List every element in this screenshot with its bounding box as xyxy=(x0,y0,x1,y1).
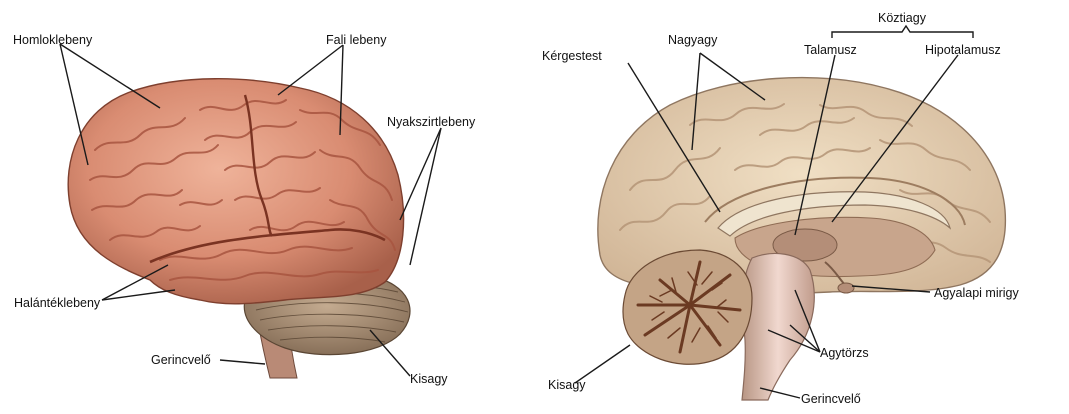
diencephalon-brace xyxy=(832,26,973,38)
left-cerebrum-shape xyxy=(68,79,403,304)
label-cerebellum-left: Kisagy xyxy=(410,372,448,386)
label-brainstem: Agytörzs xyxy=(820,346,869,360)
label-pituitary: Agyalapi mirigy xyxy=(934,286,1019,300)
label-spinal-cord-right: Gerincvelő xyxy=(801,392,861,406)
label-parietal-lobe: Fali lebeny xyxy=(326,33,386,47)
label-hypothalamus: Hipotalamusz xyxy=(925,43,1001,57)
label-corpus-callosum: Kérgestest xyxy=(542,49,602,63)
label-spinal-cord-left: Gerincvelő xyxy=(151,353,211,367)
brainstem-shape xyxy=(742,254,814,400)
label-occipital-lobe: Nyakszirtlebeny xyxy=(387,115,475,129)
label-cerebellum-right: Kisagy xyxy=(548,378,586,392)
label-cerebrum: Nagyagy xyxy=(668,33,717,47)
label-frontal-lobe: Homloklebeny xyxy=(13,33,92,47)
right-brain-illustration xyxy=(598,78,1006,400)
label-temporal-lobe: Halántéklebeny xyxy=(14,296,100,310)
label-thalamus: Talamusz xyxy=(804,43,857,57)
left-brain-illustration xyxy=(68,79,410,378)
label-diencephalon: Köztiagy xyxy=(878,11,926,25)
